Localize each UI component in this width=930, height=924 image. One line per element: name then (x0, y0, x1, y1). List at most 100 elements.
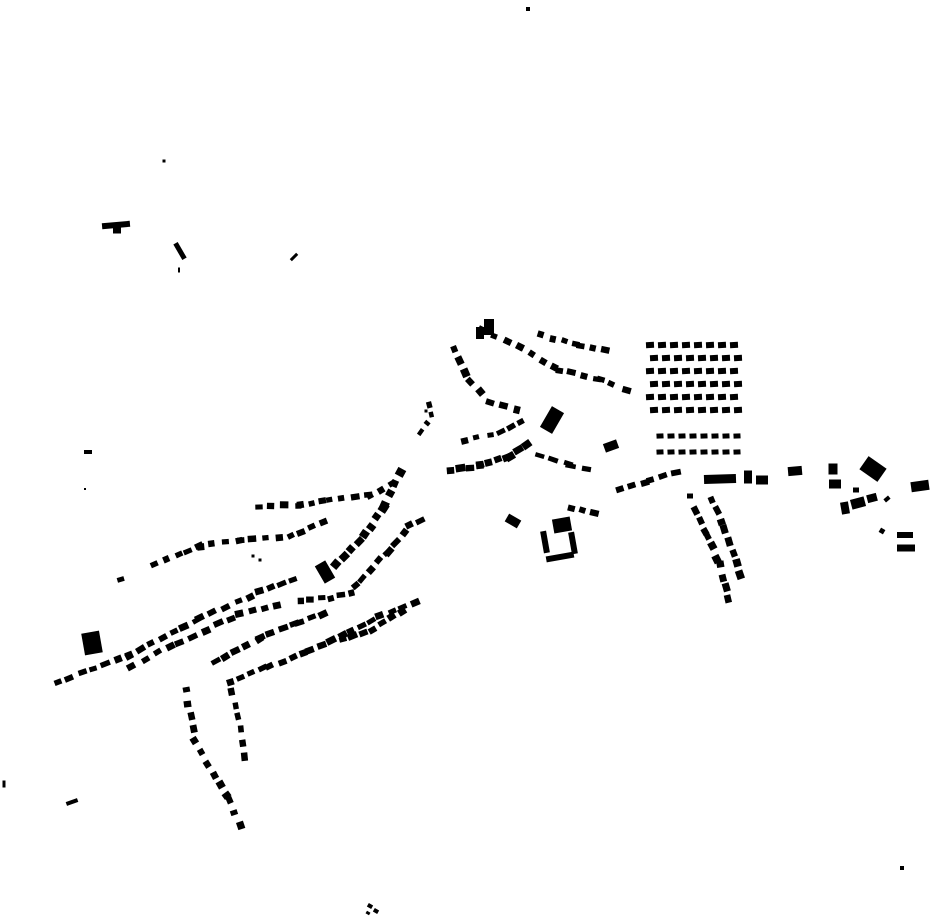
building (173, 638, 185, 648)
building (566, 368, 577, 376)
building (373, 555, 384, 565)
building (366, 903, 374, 909)
building (296, 500, 305, 509)
building (389, 479, 400, 489)
building (207, 540, 215, 548)
building (232, 702, 239, 710)
building (589, 508, 600, 518)
building (146, 639, 156, 648)
building (733, 433, 741, 439)
building (317, 609, 329, 620)
building (414, 516, 426, 526)
building (681, 367, 691, 375)
building (229, 809, 239, 817)
building (246, 668, 256, 677)
building (372, 908, 380, 914)
building (718, 573, 728, 583)
building (733, 354, 743, 362)
building (162, 555, 171, 564)
building (425, 401, 433, 409)
building (385, 488, 396, 499)
building (113, 224, 121, 234)
buildings-layer (2, 7, 930, 916)
building (173, 241, 187, 261)
building (667, 449, 675, 455)
building (266, 502, 275, 510)
building (169, 627, 179, 636)
building (705, 393, 715, 401)
building (707, 495, 716, 505)
building (276, 579, 287, 589)
building (209, 770, 220, 780)
building (275, 533, 284, 542)
building (212, 618, 225, 628)
building (140, 655, 151, 665)
building (149, 560, 159, 569)
building (350, 580, 361, 591)
building (306, 522, 317, 531)
building (77, 668, 88, 677)
building (317, 595, 326, 601)
building (689, 449, 697, 455)
building (454, 355, 465, 366)
building (157, 633, 169, 643)
building (219, 651, 231, 662)
building (485, 398, 495, 407)
building (723, 594, 733, 604)
building (390, 537, 402, 549)
building (288, 652, 299, 662)
building (187, 711, 196, 721)
building (565, 462, 577, 470)
building (187, 632, 199, 642)
building (487, 432, 495, 438)
building (446, 466, 455, 475)
building (681, 393, 691, 401)
building (673, 354, 683, 362)
building (729, 393, 739, 401)
building (234, 609, 244, 618)
building (498, 401, 509, 410)
building (667, 433, 675, 439)
building (258, 558, 262, 562)
building (657, 341, 667, 349)
building (455, 463, 466, 473)
building (697, 406, 707, 414)
building (512, 405, 521, 415)
building (2, 780, 6, 788)
building (240, 752, 249, 762)
building (165, 641, 176, 652)
building (853, 487, 859, 493)
building (338, 550, 351, 563)
building (226, 614, 237, 624)
building (711, 433, 719, 439)
building (722, 433, 730, 439)
building (366, 616, 377, 626)
building (346, 631, 359, 641)
building (227, 687, 236, 696)
building (732, 558, 742, 568)
building (681, 341, 691, 349)
building (386, 611, 397, 622)
building (897, 544, 915, 552)
building (465, 464, 475, 472)
building (337, 494, 345, 502)
building (125, 661, 137, 672)
building (700, 449, 708, 455)
building (365, 491, 375, 500)
building (177, 621, 190, 632)
building (733, 406, 743, 414)
building (504, 450, 517, 463)
building (690, 505, 701, 516)
building (527, 349, 536, 359)
building (567, 504, 576, 513)
building (661, 406, 671, 414)
building (687, 493, 693, 499)
building (215, 779, 226, 790)
building (325, 496, 333, 503)
building (707, 540, 718, 551)
building (689, 433, 697, 439)
building (353, 535, 365, 548)
building (293, 618, 305, 627)
building (657, 393, 667, 401)
building (678, 449, 686, 455)
